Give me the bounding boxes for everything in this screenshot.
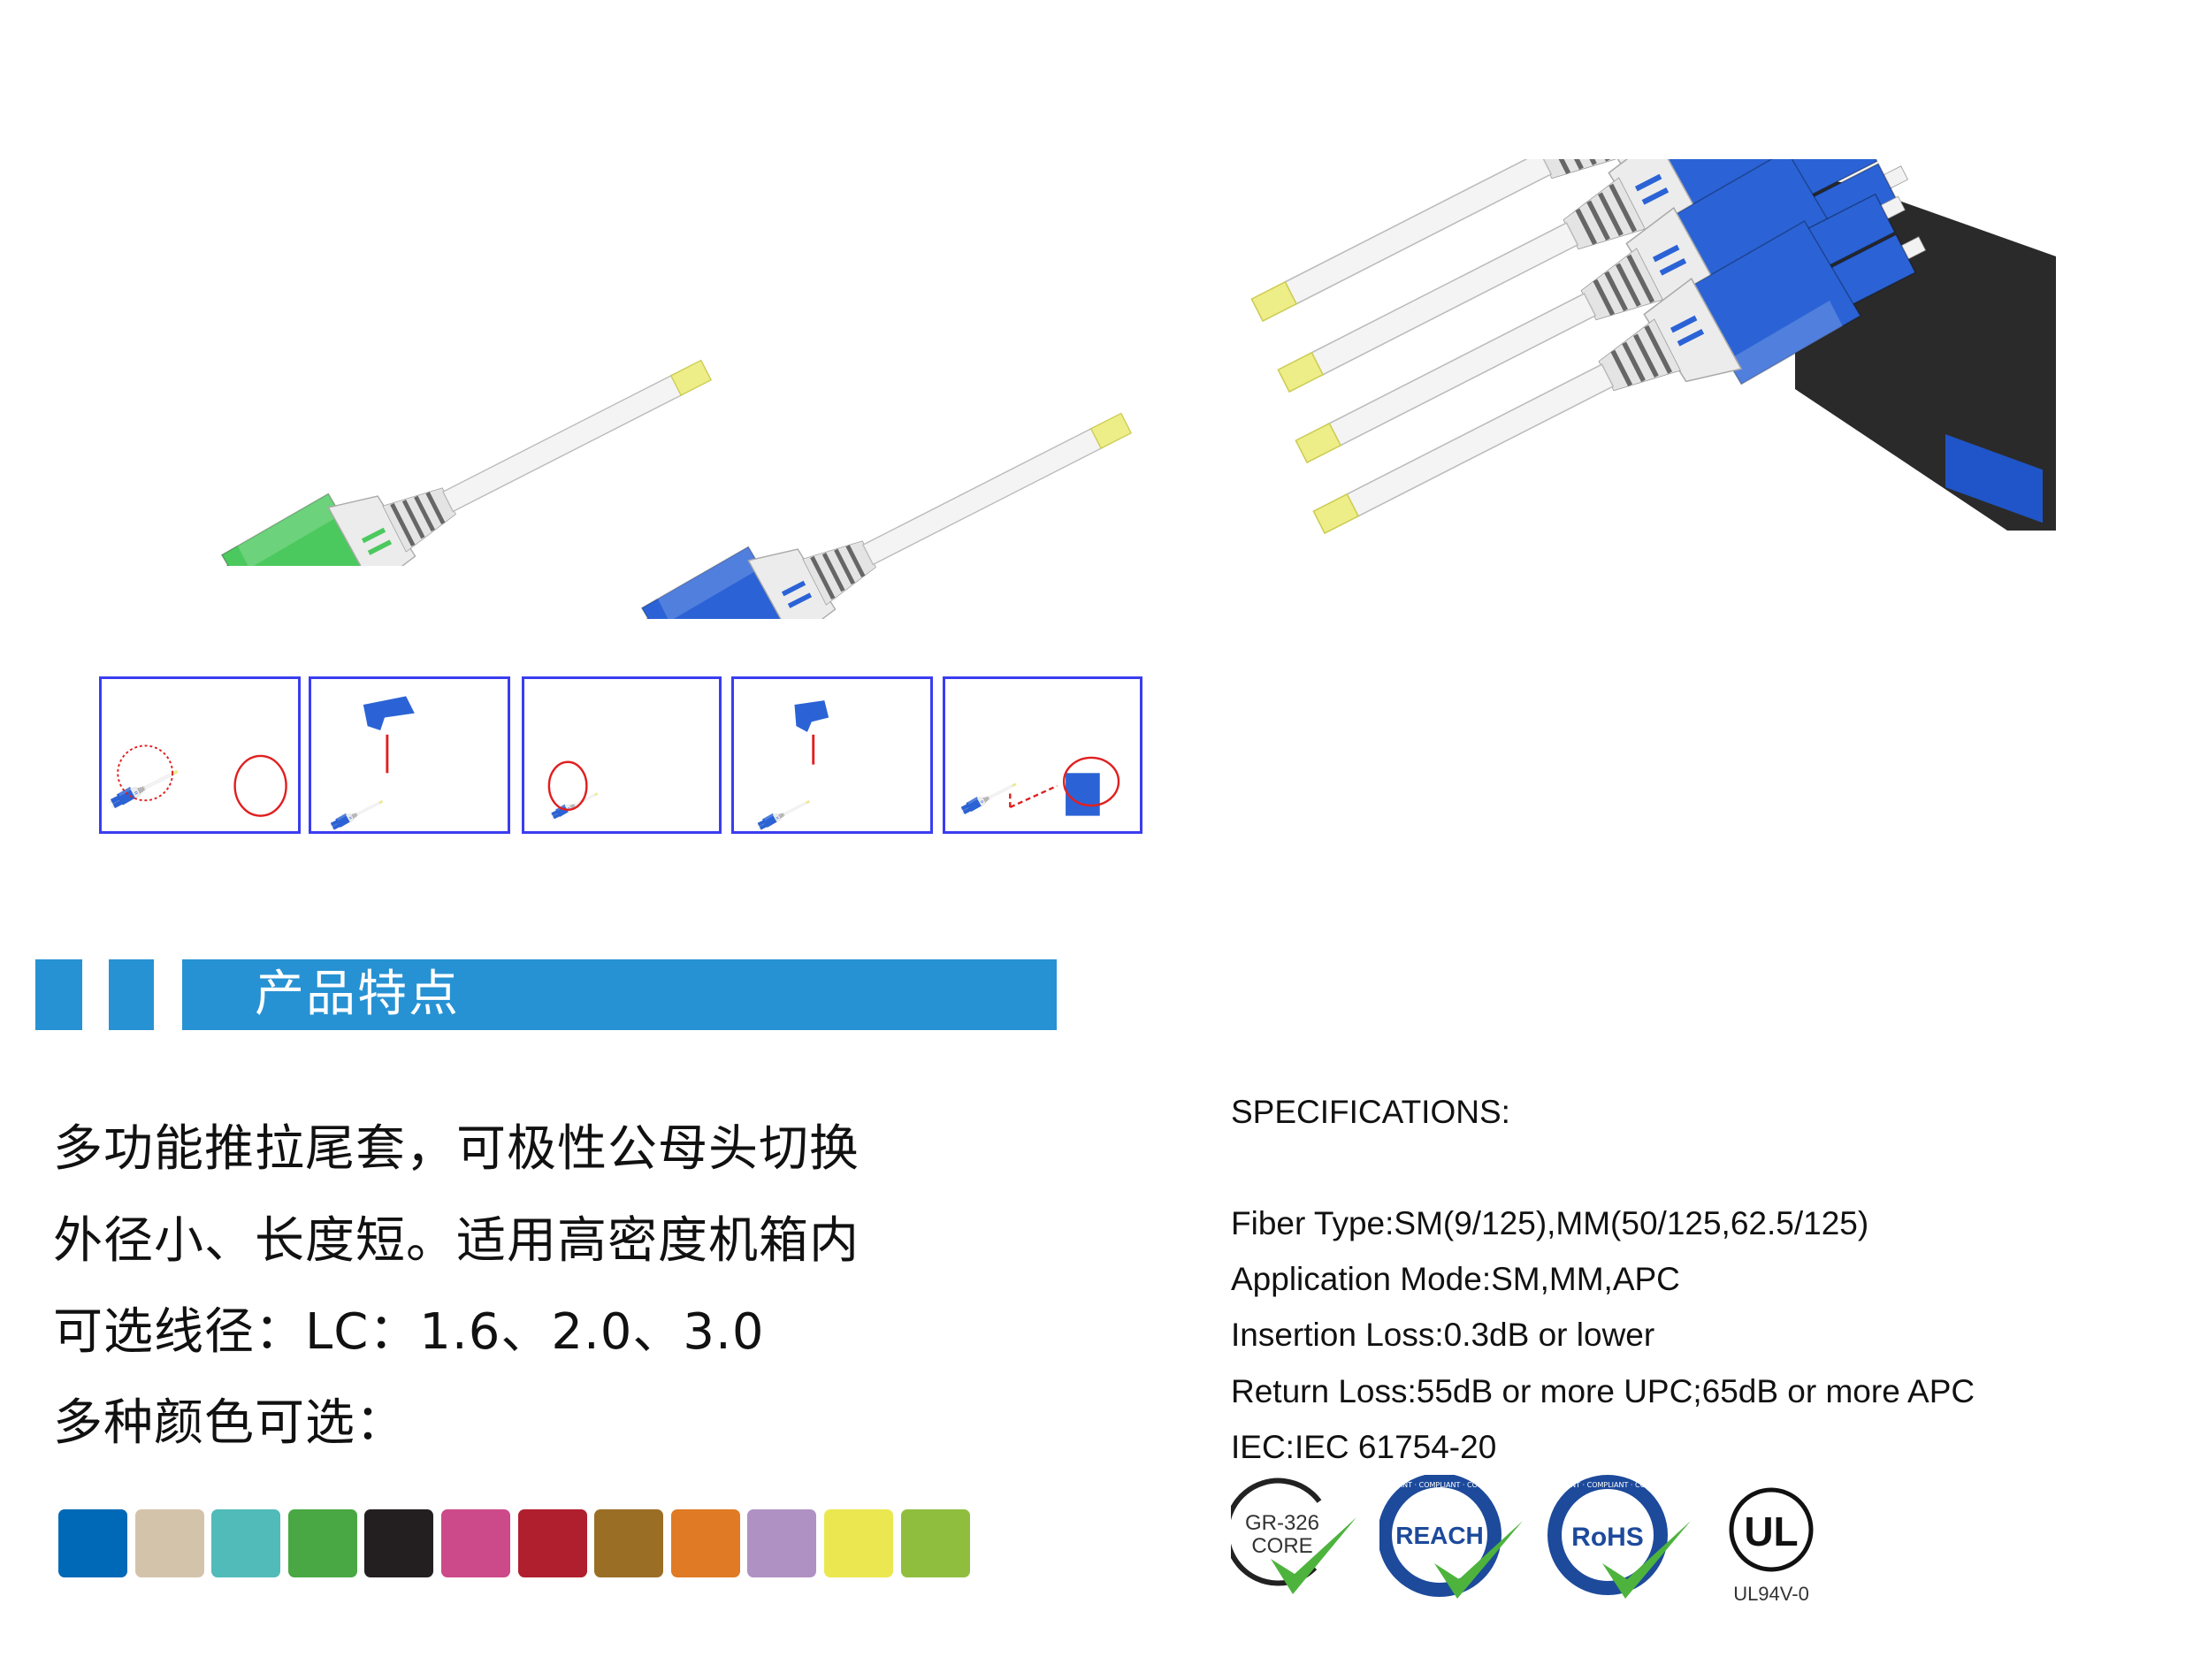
feature-line: 多功能推拉尾套，可极性公母头切换 bbox=[53, 1120, 860, 1178]
step-thumbnail-3[interactable] bbox=[522, 676, 722, 834]
color-swatch[interactable] bbox=[517, 1509, 587, 1577]
svg-text:UL: UL bbox=[1744, 1508, 1798, 1554]
rohs-compliant-logo: RoHS COMPLIANT · COMPLIANT · COMPLIANT bbox=[1547, 1475, 1691, 1599]
header-block-1 bbox=[35, 959, 82, 1030]
color-swatch[interactable] bbox=[594, 1509, 664, 1577]
step-thumbnail-2[interactable] bbox=[309, 676, 510, 834]
specifications-heading: SPECIFICATIONS: bbox=[1231, 1094, 1510, 1130]
gr326-core-logo: GR-326 CORE bbox=[1231, 1478, 1356, 1594]
panel-assembly-image bbox=[1238, 159, 2056, 831]
spec-insertion-loss: Insertion Loss:0.3dB or lower bbox=[1231, 1317, 1655, 1353]
color-swatch[interactable] bbox=[58, 1509, 127, 1577]
svg-text:CORE: CORE bbox=[1251, 1534, 1312, 1558]
connector-icon bbox=[327, 696, 415, 833]
svg-text:COMPLIANT · COMPLIANT · COMPLI: COMPLIANT · COMPLIANT · COMPLIANT bbox=[1547, 1481, 1677, 1489]
section-title: 产品特点 bbox=[255, 966, 460, 1023]
color-swatch[interactable] bbox=[287, 1509, 357, 1577]
connector-icon bbox=[547, 760, 600, 821]
svg-text:GR-326: GR-326 bbox=[1245, 1511, 1319, 1535]
svg-text:UL94V-0: UL94V-0 bbox=[1733, 1583, 1809, 1605]
connector-icon bbox=[957, 756, 1120, 817]
step-thumbnail-4[interactable] bbox=[731, 676, 933, 834]
section-header-bar bbox=[182, 959, 1057, 1030]
spec-iec: IEC:IEC 61754-20 bbox=[1231, 1429, 1497, 1465]
ul-logo: UL UL94V-0 bbox=[1729, 1487, 1814, 1605]
connector-icon bbox=[107, 745, 287, 817]
feature-line: 可选线径：LC：1.6、2.0、3.0 bbox=[53, 1303, 765, 1361]
color-swatch[interactable] bbox=[364, 1509, 434, 1577]
reach-compliant-logo: REACH COMPLIANT · COMPLIANT · COMPLIANT bbox=[1379, 1475, 1523, 1599]
feature-line: 外径小、长度短。适用高密度机箱内 bbox=[53, 1212, 860, 1270]
feature-line: 多种颜色可选： bbox=[53, 1394, 406, 1452]
svg-text:REACH: REACH bbox=[1395, 1522, 1484, 1549]
color-swatch[interactable] bbox=[441, 1509, 510, 1577]
color-swatch[interactable] bbox=[134, 1509, 204, 1577]
color-swatch[interactable] bbox=[900, 1509, 970, 1577]
blue-connector-image bbox=[495, 212, 1203, 619]
color-swatch[interactable] bbox=[747, 1509, 817, 1577]
step-thumbnail-1[interactable] bbox=[99, 676, 301, 834]
color-swatch[interactable] bbox=[670, 1509, 740, 1577]
svg-text:RoHS: RoHS bbox=[1571, 1523, 1644, 1552]
spec-return-loss: Return Loss:55dB or more UPC;65dB or mor… bbox=[1231, 1373, 1975, 1409]
color-swatch[interactable] bbox=[824, 1509, 893, 1577]
connector-icon bbox=[754, 700, 829, 833]
spec-fiber-type: Fiber Type:SM(9/125),MM(50/125,62.5/125) bbox=[1231, 1205, 1869, 1241]
color-swatch[interactable] bbox=[211, 1509, 281, 1577]
step-thumbnail-5[interactable] bbox=[943, 676, 1142, 834]
svg-text:COMPLIANT · COMPLIANT · COMPLI: COMPLIANT · COMPLIANT · COMPLIANT bbox=[1379, 1481, 1509, 1489]
header-block-2 bbox=[109, 959, 154, 1030]
spec-application-mode: Application Mode:SM,MM,APC bbox=[1231, 1261, 1680, 1297]
